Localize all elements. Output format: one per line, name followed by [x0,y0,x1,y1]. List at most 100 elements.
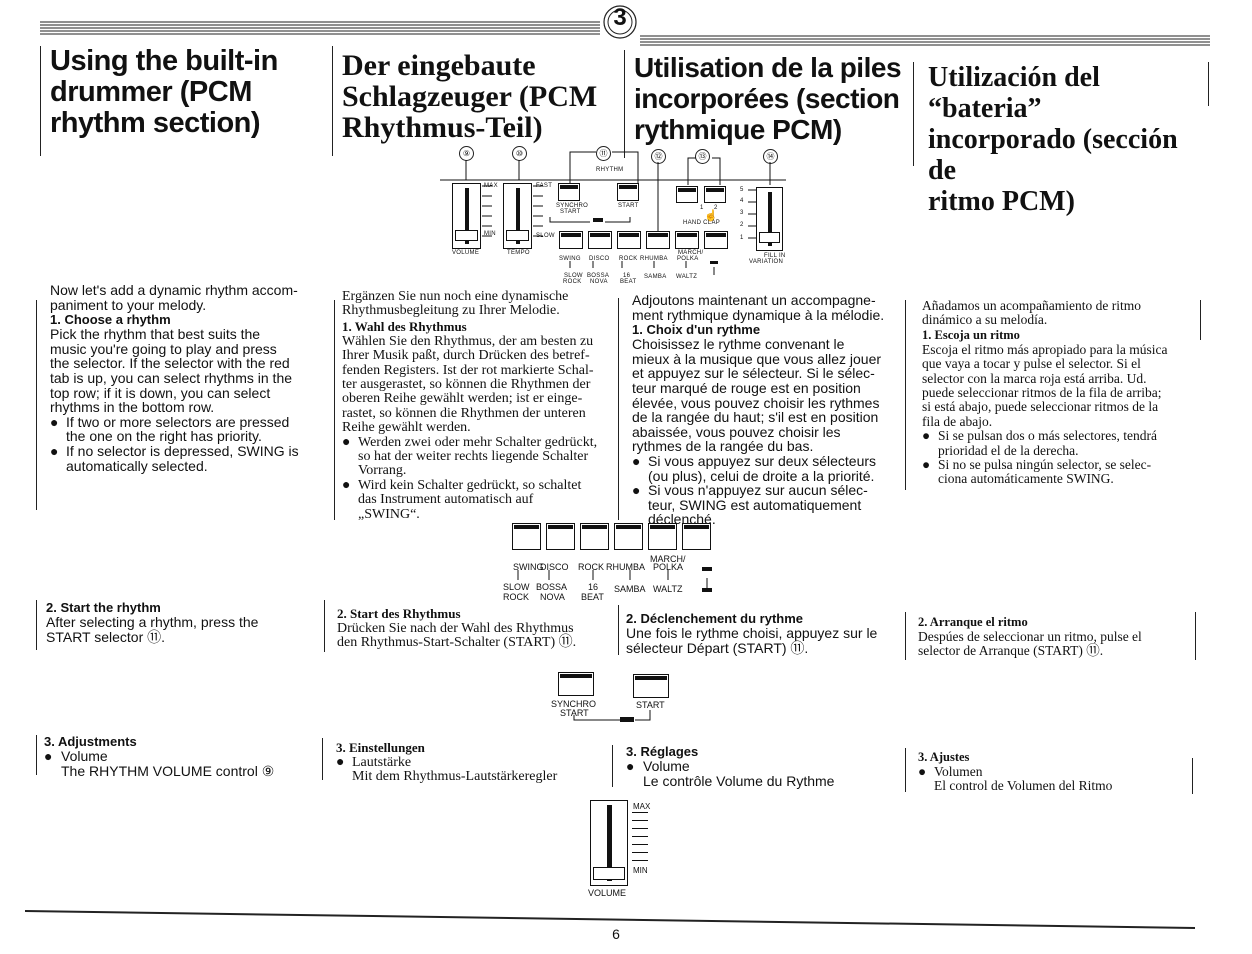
hand-clap-1: 1 [700,205,704,211]
mid-top-polka: POLKA [653,562,684,572]
mid-disco-button[interactable] [546,523,575,550]
fill-in-label: FILL IN [764,253,786,259]
rhythm-rhumba-button[interactable] [646,231,670,249]
bottom-bossa: BOSSA [587,273,610,279]
diagram-volume-slider[interactable] [590,800,628,886]
bottom-waltz: WALTZ [676,274,698,280]
column-de: Ergänzen Sie nun noch eine dynamische Rh… [342,289,612,522]
col-rule [324,600,325,652]
scale-1: 1 [740,235,744,241]
rhythm-disco-button[interactable] [588,231,612,249]
top-disco: DISCO [589,256,610,262]
slow-label: SLOW [536,233,555,239]
hand-clap-1-button[interactable] [676,186,698,203]
bullet-es-3: ●Volumen [918,764,983,779]
mid-rock-button[interactable] [580,523,609,550]
section2-de: 2. Start des Rhythmus Drücken Sie nach d… [337,606,617,651]
section3-fr: 3. Réglages ●Volume Le contrôle Volume d… [626,744,901,788]
col-rule [36,735,37,775]
text-en-1: Pick the rhythm that best suits the musi… [50,326,293,416]
fill-in-slider[interactable] [756,187,783,251]
text-es-1: Escoja el ritmo más apropiado para la mú… [922,341,1168,429]
volume-slider[interactable] [452,183,481,249]
mid-bottom-samba: SAMBA [614,584,646,594]
top-march: MARCH/ [678,250,704,256]
rhythm-variation-button[interactable] [704,231,728,249]
col-rule [618,298,619,520]
mid-rhumba-button[interactable] [614,523,643,550]
title-es: Utilización del “bateria” incorporado (s… [928,62,1178,217]
tempo-slider-knob[interactable] [506,230,529,241]
tempo-slider[interactable] [503,183,532,249]
mid-bottom-waltz: WALTZ [653,584,683,594]
section3-de: 3. Einstellungen ●Lautstärke Mit dem Rhy… [336,740,616,785]
panel-rhythm-label: RHYTHM [596,167,624,173]
diagram-min-label: MIN [633,866,648,875]
panel-lines [440,151,786,275]
volume-slider-knob[interactable] [455,230,478,241]
col-rule [624,50,625,158]
min-label: MIN [484,231,496,237]
section2-es: 2. Arranque el ritmo Despúes de seleccio… [918,615,1194,659]
bullet-en-1: ●If two or more selectors are pressed th… [50,413,290,445]
footer-rule [25,910,1195,929]
mid-march-button[interactable] [648,523,677,550]
bullet-es-1: ●Si se pulsan dos o más selectores, tend… [922,428,1157,458]
mid-diagram-ticks [517,567,712,592]
col-rule [1195,612,1196,660]
hand-clap-label: HAND CLAP [683,220,721,226]
text-de-1: Wählen Sie den Rhythmus, der am besten z… [342,333,594,436]
heading-es-3: 3. Ajustes [918,750,970,764]
rhythm-swing-button[interactable] [559,231,583,249]
mid-bottom-slow: SLOW [503,582,530,592]
diagram-max-label: MAX [633,802,651,811]
bullet-de-1: ●Werden zwei oder mehr Schalter gedrückt… [342,434,598,479]
mid-variation-button[interactable] [682,523,711,550]
title-de: Der eingebaute Schlagzeuger (PCM Rhythmu… [342,49,598,144]
mid-bottom-beat: BEAT [581,592,604,602]
text-de-3: Mit dem Rhythmus-Lautstärkeregler [352,769,558,785]
diagram-volume-knob[interactable] [593,867,625,880]
text-en-3: The RHYTHM VOLUME control ⑨ [61,762,275,779]
text-en-2: After selecting a rhythm, press the STAR… [46,614,259,645]
section3-en: 3. Adjustments ●Volume The RHYTHM VOLUME… [44,734,324,778]
title-en: Using the built-in drummer (PCM rhythm s… [50,45,278,139]
bottom-rock: ROCK [563,279,582,285]
start-diagram-link [573,710,651,722]
col-rule [905,748,906,792]
intro-fr: Adjoutons maintenant un accompagne- ment… [632,292,885,323]
bottom-slow: SLOW [564,273,583,279]
bottom-16: 16 [623,273,631,279]
intro-es: Añadamos un acompañamiento de ritmo diná… [922,298,1141,328]
bullet-en-3: ●Volume [44,748,108,764]
fast-label: FAST [536,183,553,189]
heading-es-1: 1. Escoja un ritmo [922,327,1020,342]
top-rock: ROCK [619,256,638,262]
diagram-start-label: START [636,700,665,710]
text-fr-1: Choisissez le rythme convenant le mieux … [632,336,882,455]
column-es: Añadamos un acompañamiento de ritmo diná… [922,298,1198,487]
heading-fr-1: 1. Choix d'un rythme [632,322,761,338]
start-button[interactable] [617,183,639,201]
fill-in-slider-knob[interactable] [759,232,780,243]
synchro-button[interactable] [558,183,580,201]
col-rule [618,605,619,655]
rhythm-rock-button[interactable] [617,231,641,249]
rhythm-march-button[interactable] [675,231,699,249]
bullet-en-2: ●If no selector is depressed, SWING is a… [50,442,299,474]
col-rule [36,300,37,510]
title-fr: Utilisation de la piles incorporées (sec… [634,52,902,145]
mid-swing-button[interactable] [512,523,541,550]
page-number: 6 [612,926,620,942]
col-rule [40,46,41,156]
hand-clap-2-button[interactable] [704,186,726,203]
bullet-de-2: ●Wird kein Schalter gedrückt, so schalte… [342,477,582,522]
diagram-synchro-button[interactable] [558,672,594,696]
top-swing: SWING [559,256,581,262]
mid-bottom-16: 16 [588,582,599,592]
diagram-start-button[interactable] [633,674,669,698]
diagram-volume-label: VOLUME [588,888,627,898]
bullet-es-2: ●Si no se pulsa ningún selector, se sele… [922,457,1152,487]
diagram-volume-ticks [632,812,648,868]
col-rule [1208,62,1209,106]
